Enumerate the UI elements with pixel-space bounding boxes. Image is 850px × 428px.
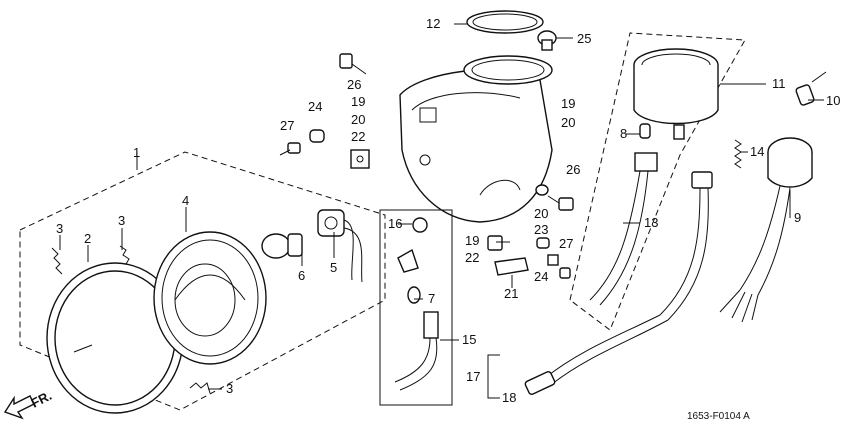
leader-lines	[59, 23, 824, 399]
callout-1: 1	[133, 145, 140, 160]
bolt-26-top	[339, 53, 367, 75]
callout-8: 8	[620, 126, 627, 141]
callout-5: 5	[330, 260, 337, 275]
callout-7: 7	[428, 291, 435, 306]
bracket-21	[494, 257, 529, 276]
callout-6: 6	[298, 268, 305, 283]
callout-9: 9	[794, 210, 801, 225]
callout-11: 11	[772, 76, 786, 91]
callout-12: 12	[426, 16, 440, 31]
callout-19-a: 19	[351, 94, 365, 109]
callout-27-a: 27	[280, 118, 294, 133]
parts-23-24-27	[536, 237, 571, 279]
callout-24-a: 24	[308, 99, 322, 114]
callout-18: 18	[502, 390, 516, 405]
meter-bulb-8	[639, 123, 651, 139]
bulb-socket	[317, 209, 363, 283]
ignition-key	[795, 71, 827, 106]
speedometer-cable	[524, 171, 713, 395]
callout-16: 16	[388, 216, 402, 231]
spring-clips	[51, 245, 211, 394]
callout-20-b: 20	[561, 115, 575, 130]
callout-3a: 3	[56, 221, 63, 236]
callout-10: 10	[826, 93, 840, 108]
headlight-case	[399, 55, 553, 223]
headlight-lens-unit	[153, 231, 267, 365]
front-direction-arrow-icon	[3, 395, 35, 420]
callout-25: 25	[577, 31, 591, 46]
callout-27-b: 27	[559, 236, 573, 251]
callout-26-a: 26	[347, 77, 361, 92]
callout-19-b: 19	[561, 96, 575, 111]
callout-14: 14	[750, 144, 764, 159]
figure-code: 1653-F0104 A	[687, 411, 750, 422]
gasket-ring	[466, 10, 544, 34]
callout-19-c: 19	[465, 233, 479, 248]
headlight-bulb	[261, 233, 303, 259]
callout-2: 2	[84, 231, 91, 246]
callout-23: 23	[534, 222, 548, 237]
front-arrow-label: FR.	[29, 388, 54, 411]
collar-24-left	[309, 129, 325, 143]
callout-20-a: 20	[351, 112, 365, 127]
screw-27-left	[279, 142, 301, 156]
callout-13: 13	[644, 215, 658, 230]
callout-4: 4	[182, 193, 189, 208]
indicator-harness-frame	[379, 209, 453, 406]
callout-26-b: 26	[566, 162, 580, 177]
meter-wire-13	[589, 152, 658, 306]
headlight-group-frame	[19, 151, 386, 411]
callout-labels: 1 2 3 3 3 4 5 6 7 8 9 10 11 12 13 14 15 …	[56, 16, 840, 405]
indicator-harness	[394, 217, 439, 391]
grommet-25	[537, 30, 557, 51]
callout-20-c: 20	[534, 206, 548, 221]
callout-3b: 3	[118, 213, 125, 228]
callout-15: 15	[462, 332, 476, 347]
callout-21: 21	[504, 286, 518, 301]
return-spring	[734, 139, 742, 169]
headlight-rim	[46, 262, 184, 414]
collar-20	[535, 184, 549, 196]
callout-3c: 3	[226, 381, 233, 396]
callout-17: 17	[466, 369, 480, 384]
nut-22	[350, 149, 370, 169]
callout-22-b: 22	[465, 250, 479, 265]
mount-19-22	[487, 235, 503, 251]
speedometer	[633, 48, 719, 140]
callout-22-a: 22	[351, 129, 365, 144]
case-bolt-26	[547, 195, 574, 211]
callout-24-b: 24	[534, 269, 548, 284]
ignition-switch	[719, 137, 813, 323]
